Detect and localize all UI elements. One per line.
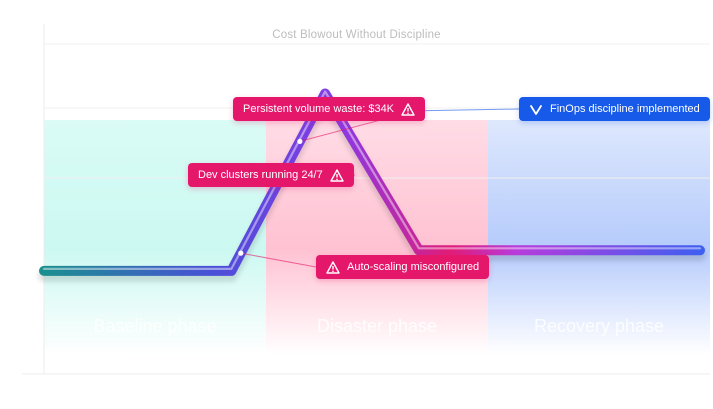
annotation-leader [240, 252, 317, 268]
warning-icon [326, 260, 340, 274]
phase-band-baseline [44, 120, 266, 355]
chart-title: Cost Blowout Without Discipline [272, 29, 441, 41]
callout-text: Auto-scaling misconfigured [347, 261, 480, 273]
phase-label-disaster: Disaster phase [316, 316, 438, 336]
callout-auto-scaling: Auto-scaling misconfigured [316, 255, 490, 279]
phase-band-disaster [266, 120, 488, 355]
phase-band-recovery [488, 120, 710, 355]
callout-finops-discipline: FinOps discipline implemented [519, 97, 710, 121]
callout-text: Persistent volume waste: $34K [243, 103, 395, 115]
annotation-anchor-dot [297, 138, 303, 144]
line-highlight [42, 90, 702, 270]
callout-dev-clusters: Dev clusters running 24/7 [188, 163, 354, 187]
callout-text: Dev clusters running 24/7 [198, 169, 323, 181]
phase-label-recovery: Recovery phase [533, 316, 665, 336]
warning-icon [330, 168, 344, 182]
line-series [39, 88, 705, 276]
check-icon [530, 104, 542, 115]
callout-text: FinOps discipline implemented [550, 103, 700, 115]
phase-label-baseline: Baseline phase [93, 316, 217, 336]
annotation-anchor-dot [238, 250, 244, 256]
warning-icon [401, 102, 415, 116]
callout-persistent-volume-waste: Persistent volume waste: $34K [233, 97, 426, 121]
